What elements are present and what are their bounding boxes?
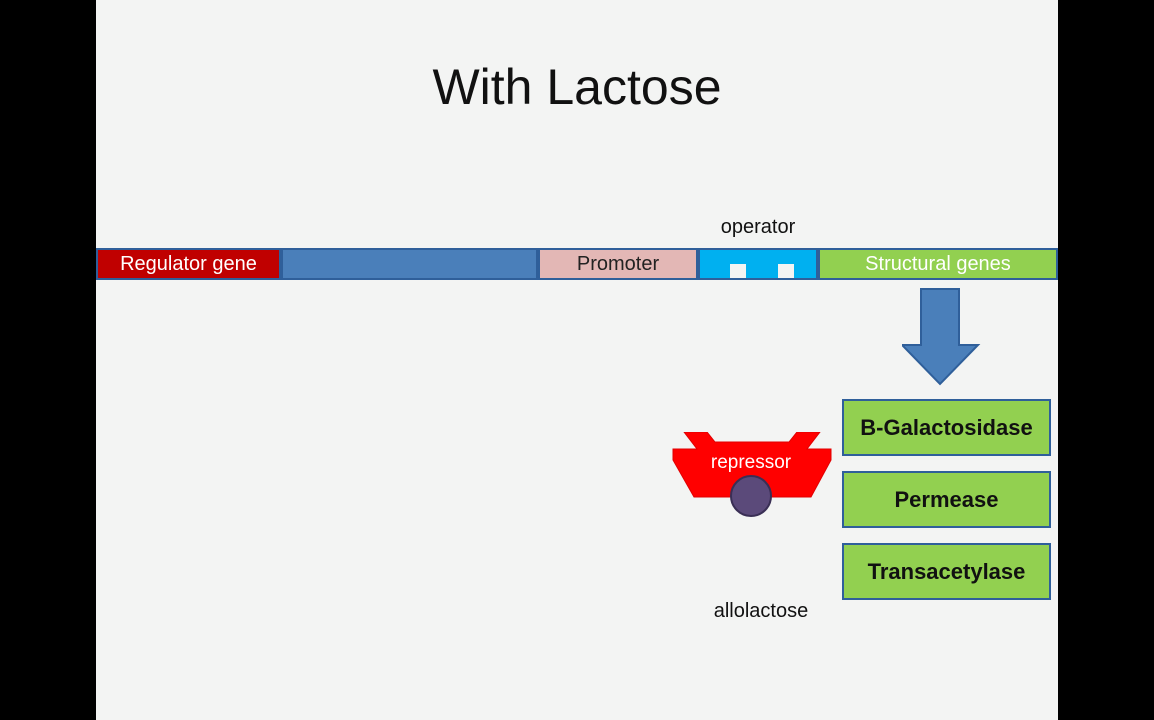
dna-spacer-segment [281, 248, 538, 280]
regulator-gene-label: Regulator gene [120, 252, 257, 275]
structural-genes-segment: Structural genes [818, 248, 1058, 280]
operator-label: operator [720, 216, 796, 238]
protein-label: Transacetylase [867, 558, 1026, 584]
dna-strand: Regulator gene Promoter Structural genes [96, 248, 1058, 280]
promoter-segment: Promoter [538, 248, 698, 280]
repressor-icon [672, 432, 832, 517]
allolactose-label: allolactose [713, 600, 809, 622]
slide: With Lactose operator Regulator gene Pro… [96, 0, 1058, 720]
allolactose-molecule-icon [730, 475, 772, 517]
slide-title: With Lactose [432, 59, 722, 115]
protein-label: B-Galactosidase [860, 414, 1033, 440]
promoter-label: Promoter [576, 252, 660, 275]
operator-notch [730, 264, 746, 278]
structural-genes-label: Structural genes [865, 252, 1011, 275]
regulator-gene-segment: Regulator gene [96, 248, 281, 280]
repressor-label: repressor [710, 452, 792, 473]
protein-box-b-galactosidase: B-Galactosidase [842, 399, 1051, 456]
operator-segment [698, 248, 818, 280]
down-arrow-icon [902, 288, 981, 386]
protein-box-transacetylase: Transacetylase [842, 543, 1051, 600]
operator-notch [778, 264, 794, 278]
protein-label: Permease [894, 486, 999, 512]
protein-box-permease: Permease [842, 471, 1051, 528]
